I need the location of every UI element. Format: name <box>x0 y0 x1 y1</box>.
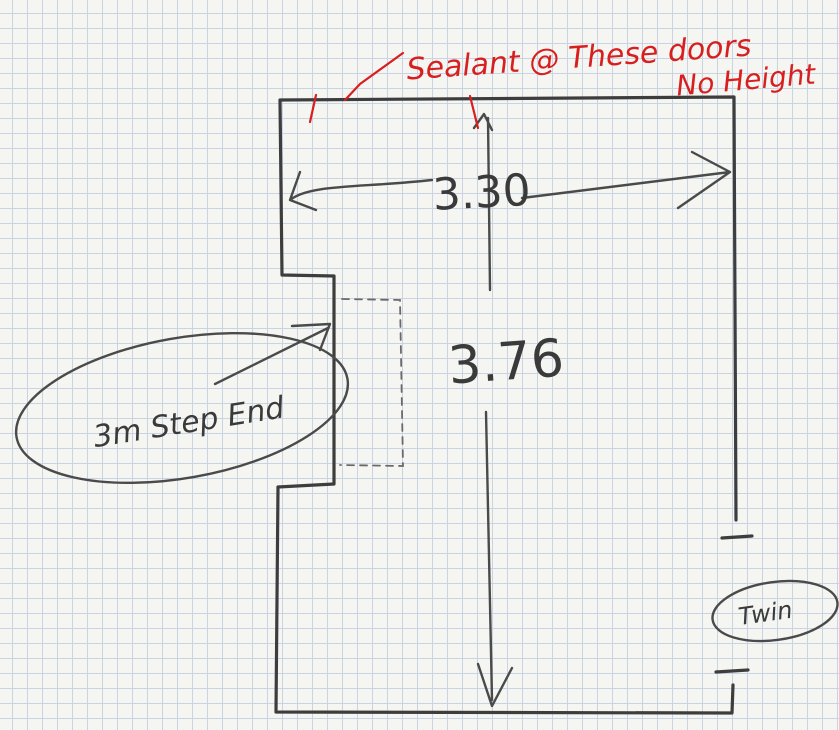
length-dimension-arrow-bottom <box>476 410 514 708</box>
red-tick-center <box>468 94 480 130</box>
room-outline <box>274 95 738 715</box>
step-note-ellipse <box>14 331 350 485</box>
wall-tick-lower <box>714 668 750 674</box>
bed-label: Twin <box>737 596 795 631</box>
step-outline-dashed <box>339 298 404 467</box>
width-dimension-arrow-left <box>288 170 434 212</box>
red-note-leader <box>343 51 405 102</box>
bed-label-ellipse <box>711 579 839 643</box>
width-dimension-arrow-right <box>520 150 732 210</box>
width-dimension-label: 3.30 <box>431 165 532 221</box>
step-note-label: 3m Step End <box>91 390 288 455</box>
length-dimension-label: 3.76 <box>446 329 566 397</box>
wall-tick-upper <box>720 534 754 540</box>
red-tick-left <box>308 93 318 124</box>
step-note-leader-arrow <box>213 322 332 386</box>
